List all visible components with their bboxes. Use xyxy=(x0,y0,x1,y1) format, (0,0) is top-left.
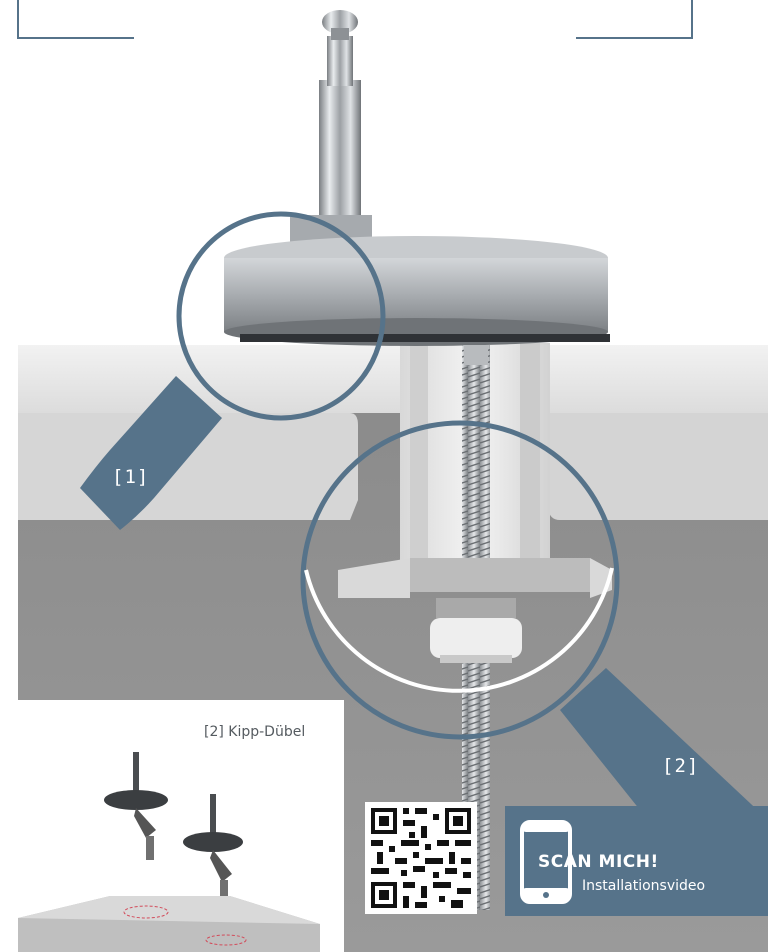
scan-subtitle: Installationsvideo xyxy=(582,878,706,894)
inset-photo xyxy=(18,700,344,952)
magnifier-1 xyxy=(80,211,386,530)
inset-caption: [2] Kipp-Dübel xyxy=(204,724,306,740)
callout-2-label: [2] xyxy=(662,755,700,777)
phone-icon xyxy=(520,820,572,904)
toggle-plate xyxy=(338,558,612,598)
countertop-slab xyxy=(18,345,768,413)
qr-code xyxy=(365,802,477,914)
sleeve xyxy=(430,598,522,663)
frame-lines xyxy=(17,0,693,39)
scan-title: SCAN MICH! xyxy=(538,852,659,872)
base-flange xyxy=(224,236,610,346)
callout-1-label: [1] xyxy=(112,466,150,488)
